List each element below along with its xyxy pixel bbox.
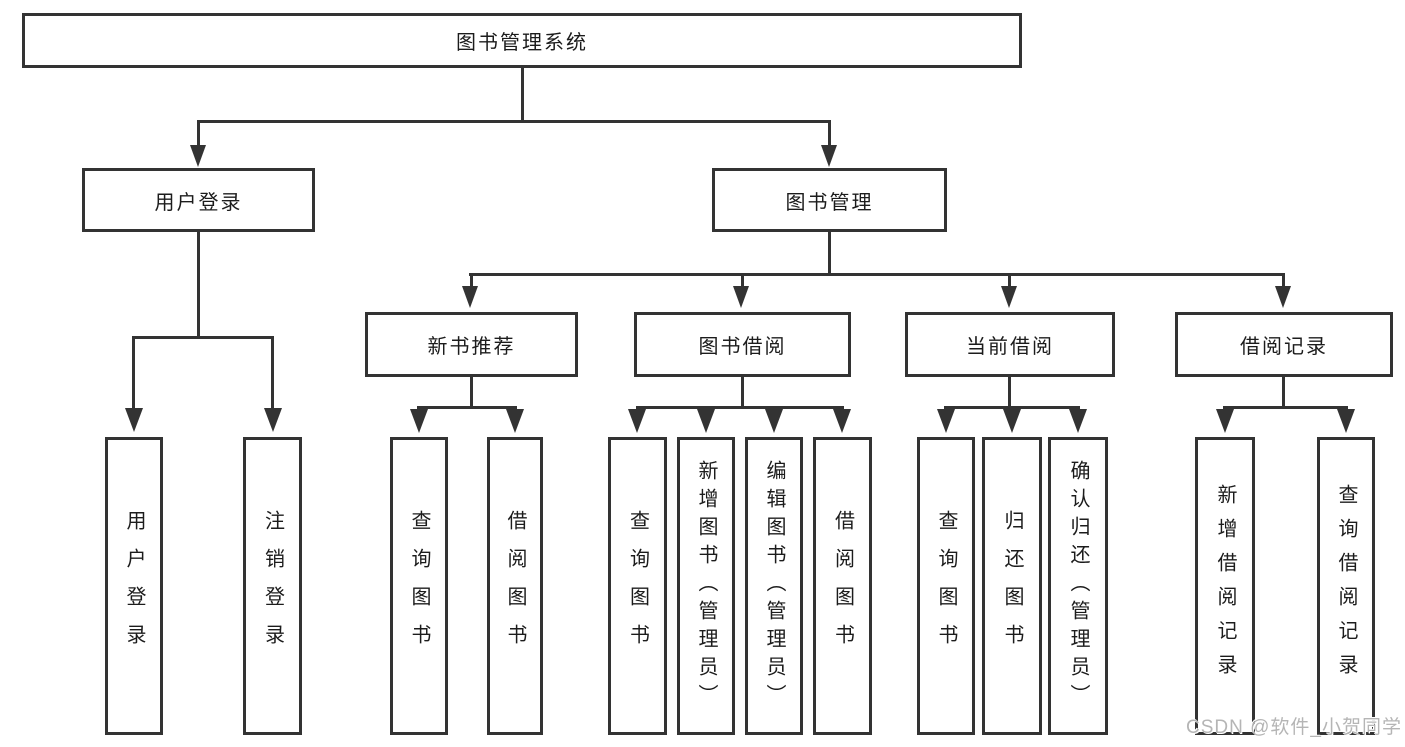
leaf-confirm-return-admin: 确认归还（管理员）	[1048, 437, 1108, 735]
node-current-borrow-label: 当前借阅	[966, 336, 1054, 358]
arrowhead-leaf-login	[125, 408, 143, 432]
arrowhead-book-borrow	[733, 286, 749, 308]
connector-drop-new-books	[470, 273, 473, 289]
arrowhead-leaf-confirm-return	[1069, 409, 1087, 433]
connector-drop-leaf-logout	[271, 336, 274, 410]
leaf-add-borrow-record: 新增借阅记录	[1195, 437, 1255, 735]
node-book-mgmt-label: 图书管理	[785, 191, 874, 214]
arrowhead-leaf-query-1	[410, 409, 428, 433]
connector-book-mgmt-spine	[828, 232, 831, 273]
leaf-return-book: 归还图书	[982, 437, 1042, 735]
leaf-borrow-books-1: 借阅图书	[487, 437, 543, 735]
node-root: 图书管理系统	[22, 13, 1022, 68]
leaf-query-books-2: 查询图书	[608, 437, 667, 735]
leaf-query-books-1-label: 查询图书	[408, 510, 430, 662]
connector-user-login-branch	[132, 336, 274, 339]
arrowhead-leaf-query-2	[628, 409, 646, 433]
leaf-query-borrow-record-label: 查询借阅记录	[1335, 484, 1357, 688]
arrowhead-leaf-query-3	[937, 409, 955, 433]
arrowhead-new-books	[462, 286, 478, 308]
connector-current-borrow-branch	[944, 406, 1080, 409]
connector-current-borrow-spine	[1008, 377, 1011, 406]
arrowhead-user-login	[190, 145, 206, 167]
connector-root-branch	[197, 120, 831, 123]
leaf-borrow-books-2: 借阅图书	[813, 437, 872, 735]
arrowhead-borrow-records	[1275, 286, 1291, 308]
leaf-query-books-3: 查询图书	[917, 437, 975, 735]
arrowhead-leaf-add-book	[697, 409, 715, 433]
connector-root-spine	[521, 68, 524, 120]
leaf-user-login-label: 用户登录	[123, 510, 145, 662]
arrowhead-current-borrow	[1001, 286, 1017, 308]
leaf-add-borrow-record-label: 新增借阅记录	[1214, 484, 1236, 688]
leaf-query-books-2-label: 查询图书	[626, 510, 649, 662]
connector-book-mgmt-branch	[469, 273, 1285, 276]
arrowhead-leaf-edit-book	[765, 409, 783, 433]
node-book-borrow: 图书借阅	[634, 312, 851, 377]
node-current-borrow: 当前借阅	[905, 312, 1115, 377]
connector-book-borrow-spine	[741, 377, 744, 406]
leaf-add-book-admin: 新增图书（管理员）	[677, 437, 735, 735]
arrowhead-leaf-add-record	[1216, 409, 1234, 433]
leaf-edit-book-admin: 编辑图书（管理员）	[745, 437, 803, 735]
node-borrow-records: 借阅记录	[1175, 312, 1393, 377]
arrowhead-leaf-query-record	[1337, 409, 1355, 433]
connector-book-borrow-branch	[636, 406, 844, 409]
arrowhead-leaf-return-book	[1003, 409, 1021, 433]
connector-user-login-spine	[197, 232, 200, 336]
connector-drop-book-mgmt	[828, 120, 831, 148]
leaf-return-book-label: 归还图书	[1001, 510, 1023, 662]
node-borrow-records-label: 借阅记录	[1240, 336, 1328, 358]
node-book-mgmt: 图书管理	[712, 168, 947, 232]
node-user-login-label: 用户登录	[154, 191, 243, 214]
node-user-login: 用户登录	[82, 168, 315, 232]
leaf-logout: 注销登录	[243, 437, 302, 735]
leaf-query-books-1: 查询图书	[390, 437, 448, 735]
node-book-borrow-label: 图书借阅	[698, 336, 787, 358]
leaf-borrow-books-1-label: 借阅图书	[504, 510, 526, 662]
connector-drop-leaf-login	[132, 336, 135, 410]
connector-borrow-records-spine	[1282, 377, 1285, 406]
node-new-books: 新书推荐	[365, 312, 578, 377]
leaf-query-borrow-record: 查询借阅记录	[1317, 437, 1375, 735]
leaf-borrow-books-2-label: 借阅图书	[831, 510, 854, 662]
connector-drop-book-borrow	[741, 273, 744, 289]
leaf-confirm-return-admin-label: 确认归还（管理员）	[1067, 460, 1089, 712]
arrowhead-book-mgmt	[821, 145, 837, 167]
leaf-query-books-3-label: 查询图书	[935, 510, 957, 662]
connector-new-books-spine	[470, 377, 473, 406]
leaf-edit-book-admin-label: 编辑图书（管理员）	[763, 460, 785, 712]
arrowhead-leaf-logout	[264, 408, 282, 432]
connector-borrow-records-branch	[1223, 406, 1348, 409]
watermark: CSDN @软件_小贺同学	[1186, 717, 1402, 738]
arrowhead-leaf-borrow-2	[833, 409, 851, 433]
connector-drop-current-borrow	[1008, 273, 1011, 289]
connector-drop-borrow-records	[1282, 273, 1285, 289]
arrowhead-leaf-borrow-1	[506, 409, 524, 433]
leaf-logout-label: 注销登录	[261, 510, 284, 662]
connector-new-books-branch	[417, 406, 517, 409]
connector-drop-user-login	[197, 120, 200, 148]
leaf-user-login: 用户登录	[105, 437, 163, 735]
leaf-add-book-admin-label: 新增图书（管理员）	[695, 460, 717, 712]
node-new-books-label: 新书推荐	[427, 336, 516, 358]
node-root-label: 图书管理系统	[456, 32, 588, 54]
